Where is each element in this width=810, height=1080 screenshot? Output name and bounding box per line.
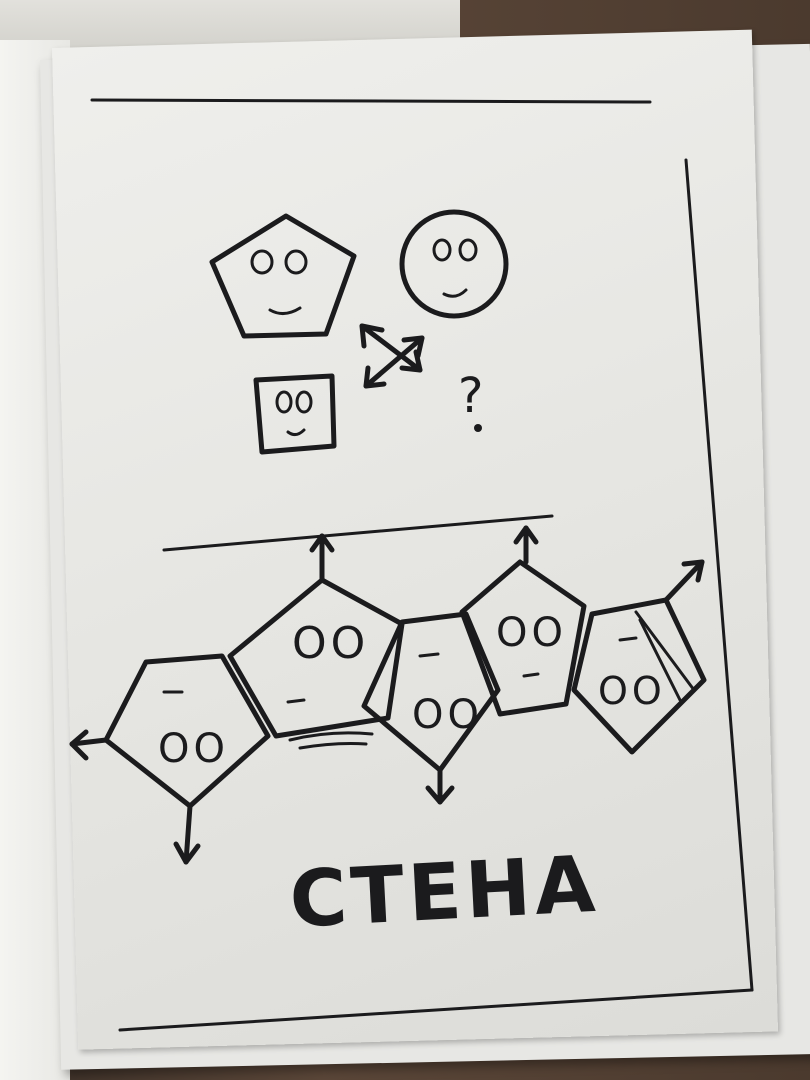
pentagon-face-sketch bbox=[209, 213, 357, 339]
svg-text:OO: OO bbox=[158, 726, 229, 772]
svg-text:OO: OO bbox=[598, 669, 666, 713]
wall-line bbox=[162, 514, 554, 552]
svg-text:OO: OO bbox=[496, 610, 567, 656]
question-mark: ? bbox=[458, 368, 483, 432]
double-arrow-sketch bbox=[359, 323, 425, 389]
circle-face-sketch bbox=[399, 209, 509, 319]
pentagon-wall-sketch: OO OO OO OO OO bbox=[103, 559, 707, 809]
force-arrows-sketch bbox=[69, 525, 705, 865]
svg-text:OO: OO bbox=[412, 692, 483, 738]
square-face-sketch bbox=[253, 373, 337, 455]
svg-text:OO: OO bbox=[292, 618, 369, 669]
page-border-lines bbox=[90, 98, 754, 1032]
svg-text:?: ? bbox=[458, 368, 483, 424]
caption-text: СТЕНА bbox=[288, 840, 602, 946]
